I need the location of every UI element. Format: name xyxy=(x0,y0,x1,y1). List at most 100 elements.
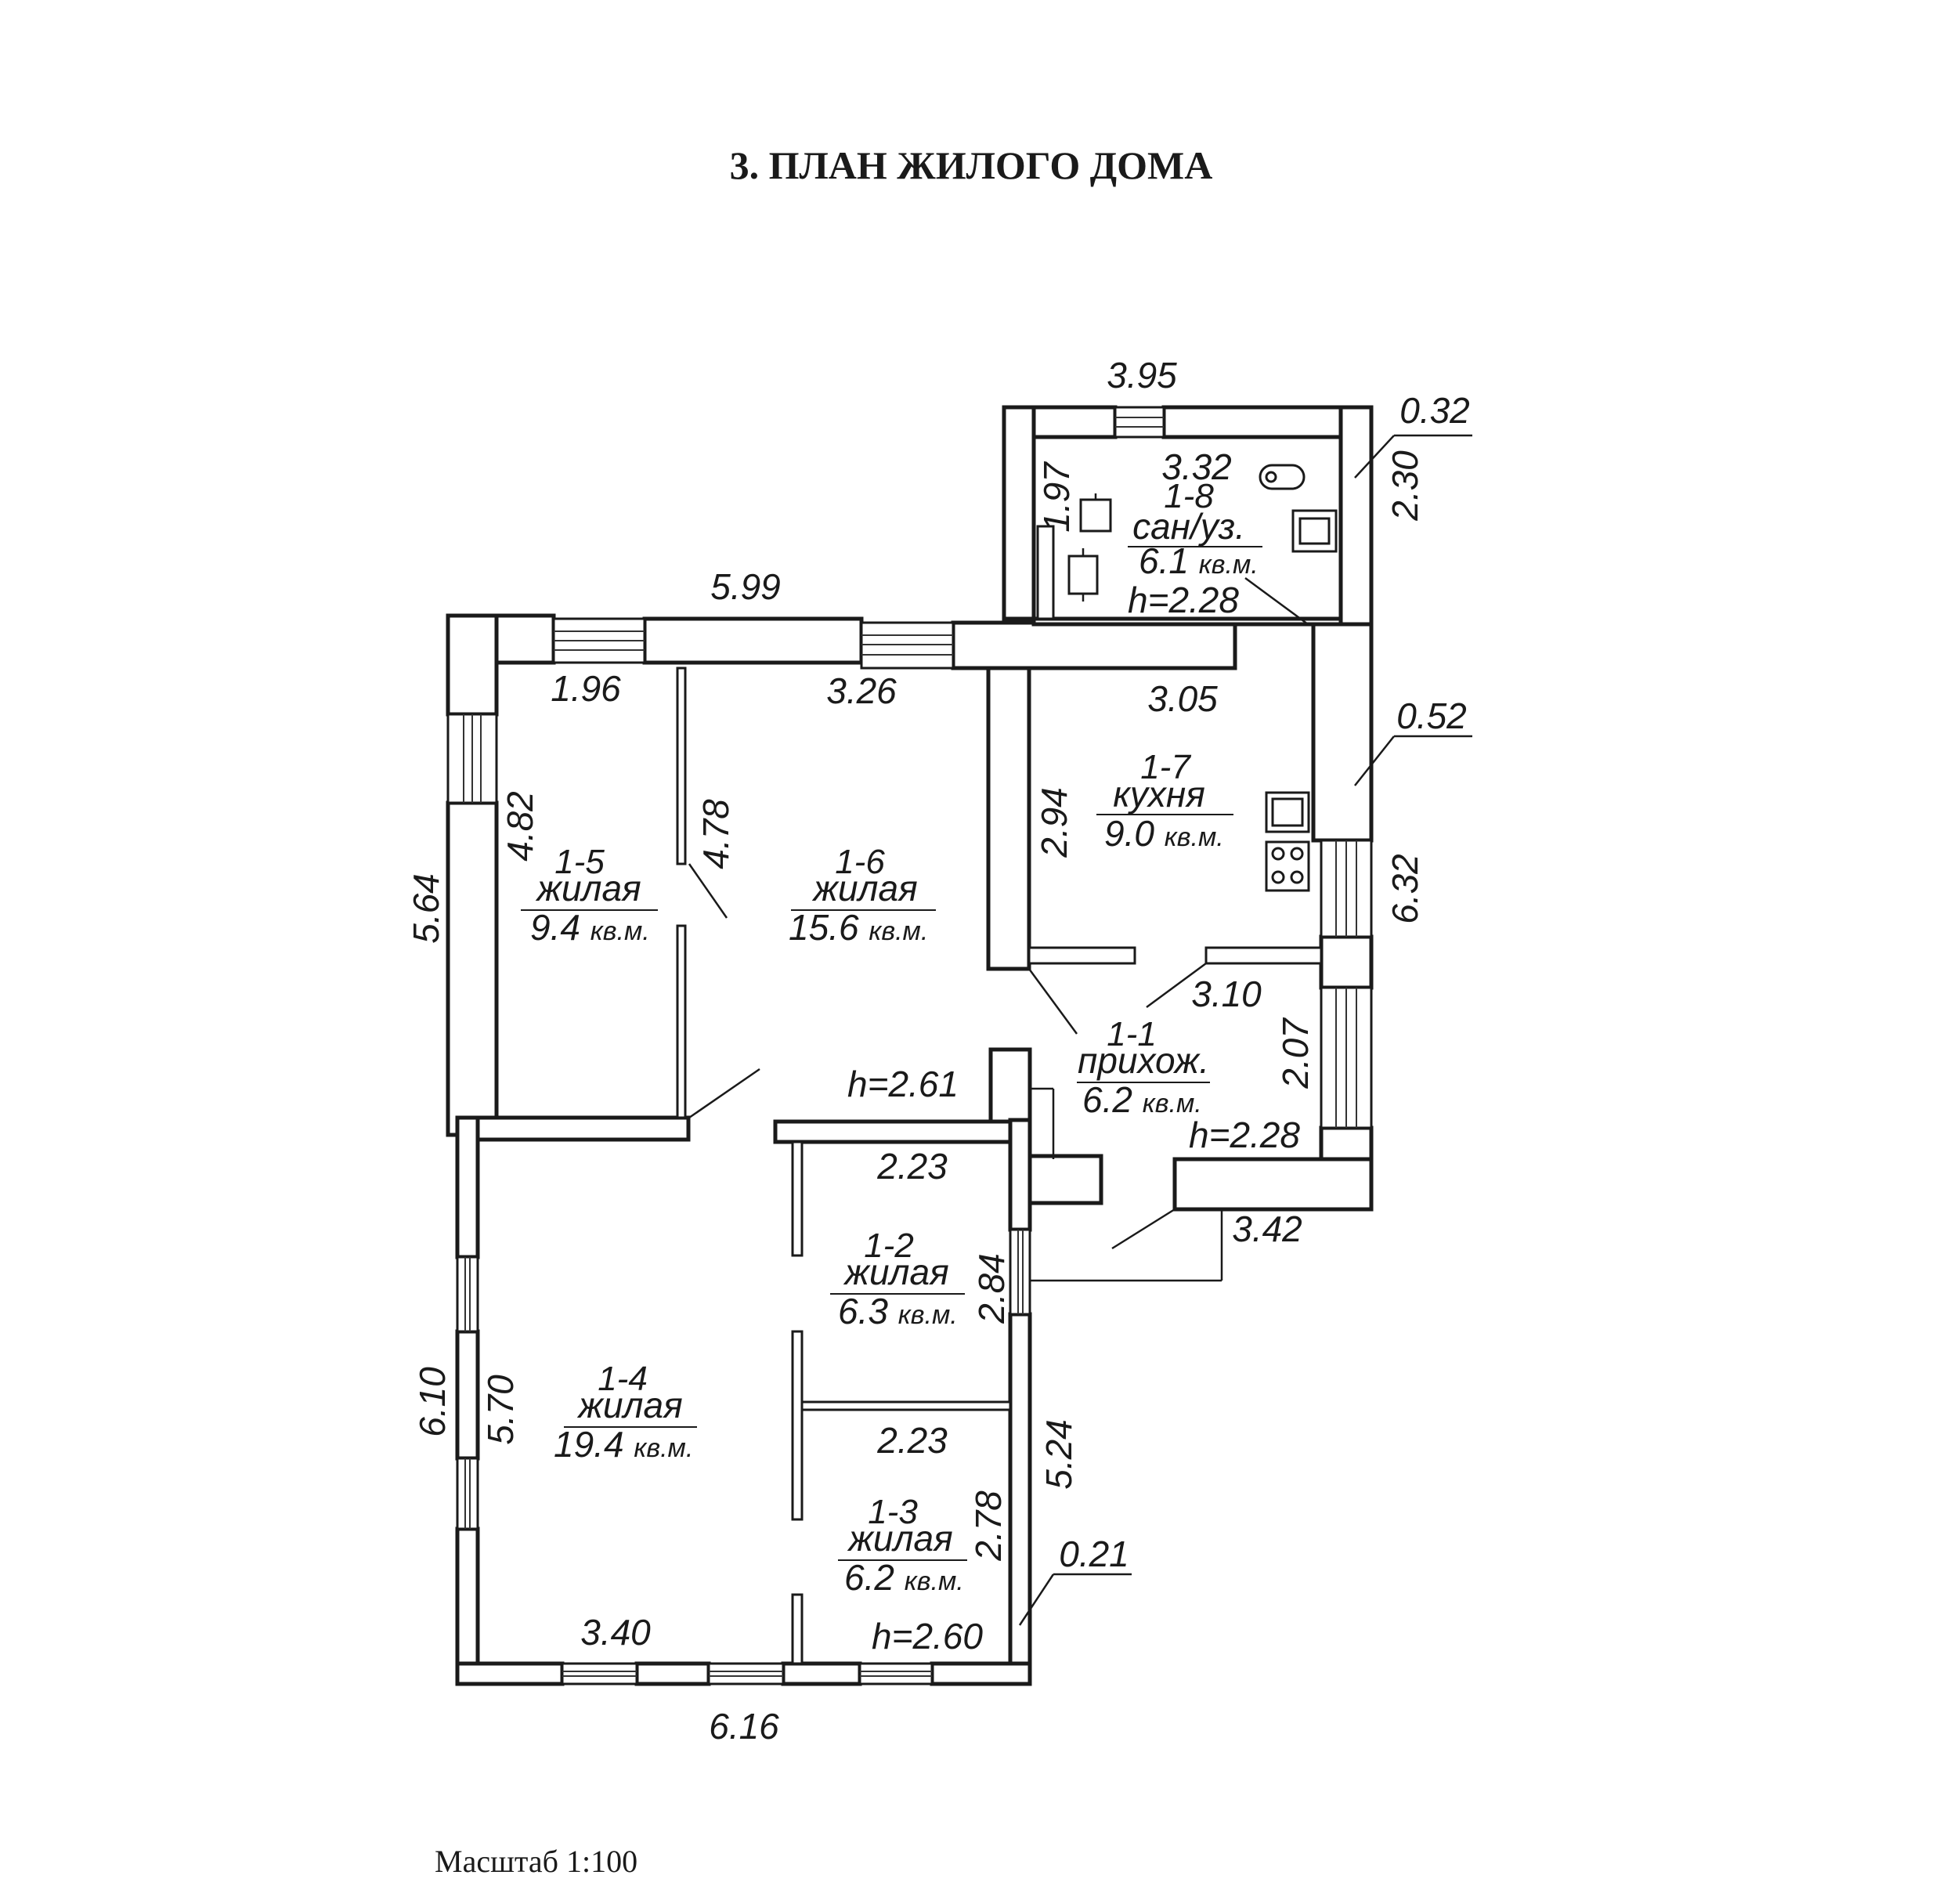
partition-12-mid xyxy=(791,1330,804,1521)
partition-15-16-top xyxy=(676,667,687,865)
partition-kitchen-left xyxy=(1027,946,1136,965)
fixtures xyxy=(1036,464,1338,892)
window-bottom-1 xyxy=(561,1662,638,1685)
room-id: 1-2 xyxy=(864,1227,914,1265)
kitchen-left-wall xyxy=(986,666,1031,971)
bottom-wall-mid xyxy=(634,1661,711,1686)
dim-hall-width: 3.10 xyxy=(1191,974,1262,1014)
room-1-4: 1-4 жилая 19.4 кв.м. xyxy=(554,1360,697,1465)
lower-left-wall-mid xyxy=(455,1329,480,1461)
room-1-3: 1-3 жилая 6.2 кв.м. h=2.60 xyxy=(838,1493,983,1657)
window-12-right xyxy=(1009,1228,1031,1316)
dim-left-height-upper: 5.64 xyxy=(406,873,446,944)
dim-room15-height-outer: 4.82 xyxy=(500,791,540,862)
dim-kitchen-width: 3.05 xyxy=(1147,678,1218,719)
bath-wall-right xyxy=(1338,405,1374,627)
dim-room13-width: 2.23 xyxy=(876,1420,948,1461)
leader-lines xyxy=(688,434,1472,1626)
bath-wall-top-right xyxy=(1161,405,1374,439)
room-area: 15.6 кв.м. xyxy=(789,907,928,948)
room-id: 1-1 xyxy=(1107,1015,1157,1053)
left-wall-top xyxy=(446,613,499,717)
sink-bath-icon xyxy=(1291,509,1338,553)
dim-left-height-inner: 5.70 xyxy=(480,1375,521,1445)
room-area: 6.2 кв.м. xyxy=(1082,1079,1202,1120)
mid-wall-right xyxy=(773,1119,1032,1144)
room-height: h=2.28 xyxy=(1189,1115,1300,1155)
central-pier-low xyxy=(1024,1154,1103,1205)
partitions xyxy=(676,667,1323,1665)
room-height: h=2.60 xyxy=(872,1616,983,1657)
room-area: 6.2 кв.м. xyxy=(844,1557,964,1598)
windows xyxy=(446,406,1373,1685)
room-name: прихож. xyxy=(1078,1040,1209,1081)
dim-hall-outer-width: 3.42 xyxy=(1232,1209,1302,1249)
room-1-7: 1-7 кухня 9.0 кв.м. xyxy=(1096,748,1233,854)
dim-room12-width: 2.23 xyxy=(876,1146,948,1187)
lower-right-wall-bot xyxy=(1008,1312,1032,1686)
room-id: 1-3 xyxy=(868,1493,918,1531)
dim-right-lower-height: 5.24 xyxy=(1038,1419,1079,1490)
room-1-6: 1-6 жилая 15.6 кв.м. xyxy=(789,843,936,948)
room-height: h=2.28 xyxy=(1128,580,1239,620)
boiler-icon xyxy=(1067,548,1099,602)
partition-kitchen-right xyxy=(1204,946,1323,965)
toilet-icon xyxy=(1079,493,1112,533)
window-bottom-3 xyxy=(858,1662,934,1685)
room-id: 1-8 xyxy=(1164,477,1214,515)
dim-room15-height-inner: 4.78 xyxy=(695,799,736,869)
top-wall-right xyxy=(951,620,1237,670)
dim-room15-width: 1.96 xyxy=(551,668,621,709)
window-bottom-2 xyxy=(707,1662,785,1685)
room-1-5: 1-5 жилая 9.4 кв.м. xyxy=(521,843,658,948)
window-14-left-bot xyxy=(456,1457,479,1530)
kitchen-sink-icon xyxy=(1265,791,1310,833)
room-name: жилая xyxy=(811,868,917,909)
room-1-8: 1-8 сан/уз. 6.1 кв.м. h=2.28 xyxy=(1128,477,1262,620)
partition-12-bot xyxy=(791,1593,804,1665)
dim-left-height-outer: 6.10 xyxy=(412,1367,453,1437)
scale-label: Масштаб 1:100 xyxy=(435,1844,637,1879)
dim-hall-height: 2.07 xyxy=(1275,1017,1316,1089)
walls xyxy=(446,405,1374,1686)
bath-pipe-icon xyxy=(1036,525,1055,620)
lower-left-wall-top xyxy=(455,1115,480,1259)
dim-top-width: 5.99 xyxy=(710,566,781,607)
right-wall-mid xyxy=(1319,934,1374,990)
dim-bath-inner-height: 1.97 xyxy=(1036,461,1077,533)
mid-wall-left xyxy=(455,1115,691,1142)
room-id: 1-7 xyxy=(1140,748,1191,786)
dim-kitchen-height: 2.94 xyxy=(1034,787,1074,858)
bottom-wall-left xyxy=(455,1661,565,1686)
dim-room13-height: 2.78 xyxy=(968,1490,1009,1562)
room-1-2: 1-2 жилая 6.3 кв.м. xyxy=(830,1227,965,1331)
window-hall-right xyxy=(1320,986,1373,1129)
room-1-1: 1-1 прихож. 6.2 кв.м. h=2.28 xyxy=(1077,1015,1300,1155)
plan-title: 3. ПЛАН ЖИЛОГО ДОМА xyxy=(730,143,1213,187)
room-id: 1-4 xyxy=(598,1360,648,1398)
top-wall-mid xyxy=(642,616,864,665)
window-top-16 xyxy=(860,621,955,670)
room-name: жилая xyxy=(847,1518,952,1559)
bath-wall-left xyxy=(1002,405,1036,621)
room-area: 9.0 кв.м. xyxy=(1104,813,1224,854)
room-name: кухня xyxy=(1113,774,1205,815)
bottom-wall-mid2 xyxy=(781,1661,862,1686)
dim-bath-inner-width: 3.32 xyxy=(1161,446,1232,487)
bath-base-wall xyxy=(1031,616,1343,627)
dim-bottom-outer: 6.16 xyxy=(709,1706,779,1747)
window-kitchen-right xyxy=(1320,839,1373,938)
central-pier xyxy=(988,1047,1032,1125)
left-wall-upper xyxy=(446,800,499,1137)
right-wall-kitchen xyxy=(1311,622,1374,843)
height-living-main: h=2.61 xyxy=(847,1064,959,1104)
room-name: сан/уз. xyxy=(1132,506,1245,547)
bathtub-icon xyxy=(1259,464,1306,490)
dim-wall-021: 0.21 xyxy=(1059,1534,1129,1574)
dim-bottom-inner: 3.40 xyxy=(580,1612,651,1653)
room-id: 1-6 xyxy=(835,843,885,881)
room-name: жилая xyxy=(843,1252,948,1292)
window-top-15 xyxy=(552,617,646,664)
dim-bath-outer-width: 3.95 xyxy=(1107,355,1177,396)
